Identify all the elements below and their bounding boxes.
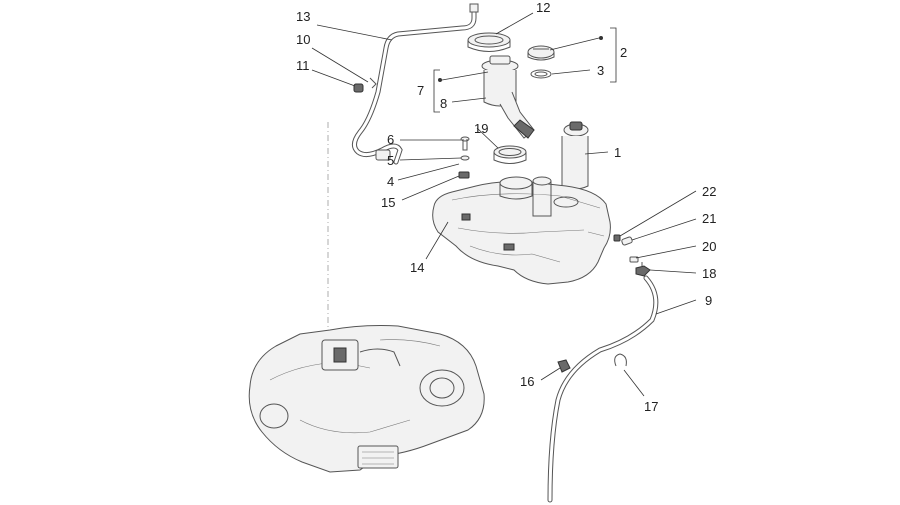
callout-5: 5 <box>387 153 394 168</box>
part-8-fuel-pump <box>481 55 535 139</box>
part-19-seal-ring <box>493 145 527 164</box>
part-13-vent-hose <box>352 3 479 165</box>
part-18-valve <box>635 262 651 277</box>
part-22-clip <box>613 234 621 242</box>
part-11-hose-clamp <box>353 83 364 93</box>
callout-16: 16 <box>520 374 534 389</box>
callout-22: 22 <box>702 184 716 199</box>
part-20-clamp <box>629 256 639 263</box>
callout-2: 2 <box>620 45 627 60</box>
part-9-drain-hose <box>547 275 659 503</box>
bullet-dot-2 <box>599 36 603 40</box>
callout-21: 21 <box>702 211 716 226</box>
callout-12: 12 <box>536 0 550 15</box>
callout-labels: 13 10 11 12 7 8 2 3 1 19 6 5 4 15 14 22 … <box>296 0 716 414</box>
part-3-gasket <box>530 69 552 79</box>
part-2-fuel-cap <box>527 45 555 61</box>
callout-1: 1 <box>614 145 621 160</box>
leader-lines <box>311 12 697 397</box>
part-16-clip <box>557 359 571 373</box>
part-17-spring-clip <box>614 353 627 367</box>
callout-20: 20 <box>702 239 716 254</box>
callout-9: 9 <box>705 293 712 308</box>
part-5-washer <box>460 155 470 161</box>
callout-11: 11 <box>296 58 310 73</box>
part-1-fuel-level-sender <box>561 121 589 190</box>
callout-14: 14 <box>410 260 424 275</box>
callout-7: 7 <box>417 83 424 98</box>
engine-assembly <box>248 325 485 473</box>
part-12-ring-nut <box>467 32 511 52</box>
part-6-screw <box>460 136 470 151</box>
part-10-clip <box>369 77 377 89</box>
callout-4: 4 <box>387 174 394 189</box>
bullet-dot <box>438 78 442 82</box>
callout-18: 18 <box>702 266 716 281</box>
callout-15: 15 <box>381 195 395 210</box>
callout-19: 19 <box>474 121 488 136</box>
callout-8: 8 <box>440 96 447 111</box>
callout-3: 3 <box>597 63 604 78</box>
part-21-hose-piece <box>621 236 633 246</box>
part-14-fuel-tank <box>432 176 611 285</box>
callout-13: 13 <box>296 9 310 24</box>
callout-10: 10 <box>296 32 310 47</box>
callout-17: 17 <box>644 399 658 414</box>
part-4-nut <box>458 171 470 179</box>
callout-6: 6 <box>387 132 394 147</box>
